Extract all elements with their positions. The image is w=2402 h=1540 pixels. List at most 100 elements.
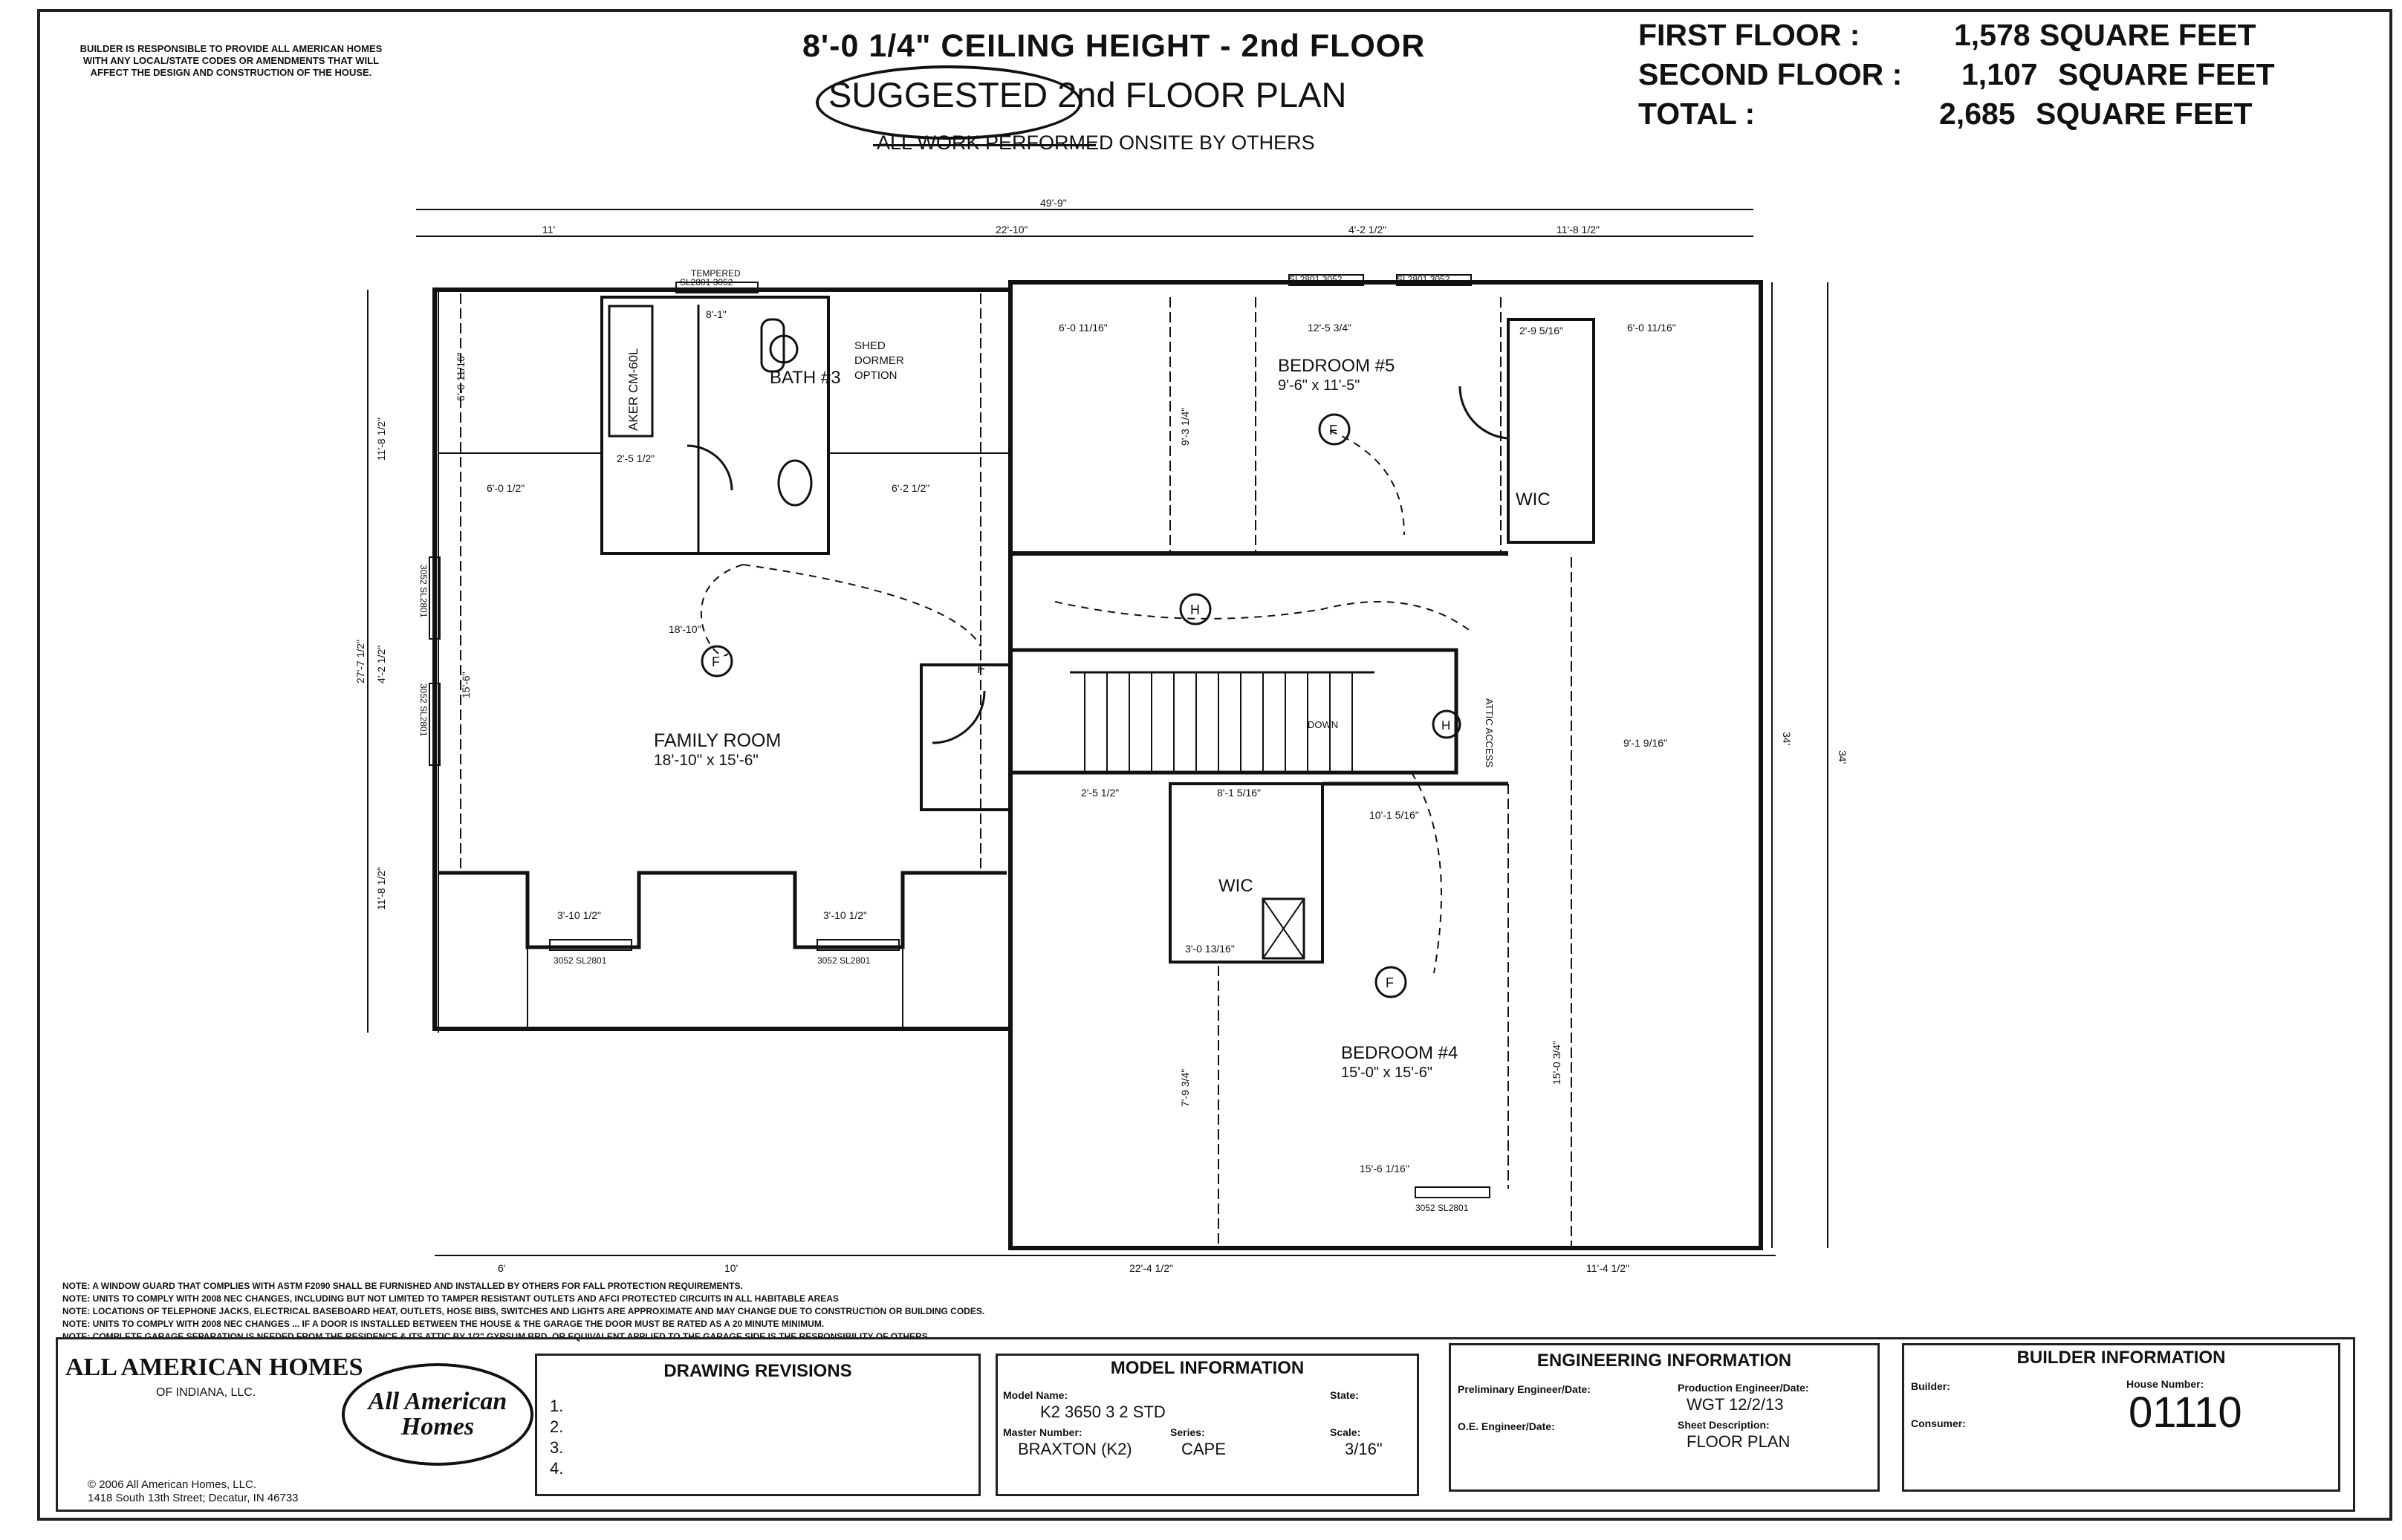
room-size-bedroom5: 9'-6" x 11'-5" [1278, 377, 1360, 394]
master-number-label: Master Number: [1003, 1426, 1082, 1438]
dim-text: 9'-1 9/16" [1623, 737, 1667, 749]
dim-text: 3'-10 1/2" [557, 909, 601, 921]
stair-down-label: DOWN [1308, 719, 1338, 730]
area-label-first: FIRST FLOOR : [1638, 18, 1860, 52]
area-value-total: 2,685 [1939, 97, 2016, 131]
attic-access-label: ATTIC ACCESS [1484, 698, 1495, 767]
dim-text: 8'-1" [706, 308, 727, 320]
hand-drawn-oval [816, 65, 1082, 140]
disclaimer-line: AFFECT THE DESIGN AND CONSTRUCTION OF TH… [90, 67, 372, 78]
dim-text: 9'-3 1/4" [1179, 408, 1191, 446]
master-number-value: BRAXTON (K2) [1018, 1440, 1132, 1458]
dim-text: 18'-10" [669, 623, 701, 635]
dim-text: 6'-0 11/16" [1627, 322, 1676, 334]
builder-disclaimer: BUILDER IS RESPONSIBLE TO PROVIDE ALL AM… [34, 43, 428, 79]
production-engineer-value: WGT 12/2/13 [1687, 1395, 1784, 1414]
area-value-second: 1,107 [1961, 57, 2038, 91]
company-name: ALL AMERICAN HOMES [65, 1354, 363, 1381]
drawing-revisions-box [535, 1354, 981, 1496]
dim-text: 2'-5 1/2" [617, 452, 655, 464]
area-unit-total: SQUARE FEET [2036, 97, 2253, 131]
plan-labels: BATH #3 SHED DORMER OPTION AKER CM-60L B… [626, 339, 1551, 1081]
model-name-label: Model Name: [1003, 1389, 1068, 1401]
shed-dormer-label: OPTION [854, 369, 897, 382]
window-tags: TEMPERED SL2801 3052 SL2801 3052 SL2801 … [418, 268, 1469, 1213]
dim-text: 34' [1837, 750, 1848, 764]
area-unit-first: SQUARE FEET [2039, 18, 2256, 52]
shed-dormer-label: SHED [854, 339, 886, 352]
model-information-box [996, 1354, 1419, 1496]
window-tag: 3052 SL2801 [1415, 1203, 1469, 1213]
light-label-h: H [1190, 602, 1200, 617]
room-label-bath3: BATH #3 [770, 368, 841, 388]
dim-text: 6'-0 11/16" [1059, 322, 1108, 334]
window-tag: SL2801 3052 [1397, 274, 1450, 285]
company-sub: OF INDIANA, LLC. [156, 1386, 256, 1399]
series-label: Series: [1170, 1426, 1205, 1438]
oe-engineer-label: O.E. Engineer/Date: [1458, 1420, 1555, 1432]
builder-label: Builder: [1911, 1380, 1950, 1392]
window-tag: SL2801 3052 [1289, 274, 1343, 285]
revision-row: 1. [550, 1397, 564, 1415]
ceiling-height-title: 8'-0 1/4" CEILING HEIGHT - 2nd FLOOR [802, 28, 1426, 64]
scale-value: 3/16" [1345, 1440, 1383, 1458]
plan-title: SUGGESTED 2nd FLOOR PLAN [828, 75, 1347, 114]
area-unit-second: SQUARE FEET [2058, 57, 2275, 91]
production-engineer-label: Production Engineer/Date: [1678, 1382, 1809, 1394]
dim-text: 3'-10 1/2" [823, 909, 867, 921]
room-label-wic-lower: WIC [1218, 876, 1253, 896]
note-line: NOTE: UNITS TO COMPLY WITH 2008 NEC CHAN… [62, 1293, 839, 1304]
shed-dormer-label: DORMER [854, 354, 904, 367]
dim-text: 15'-6 1/16" [1360, 1163, 1409, 1175]
model-name-value: K2 3650 3 2 STD [1040, 1403, 1166, 1421]
dim-text: 4'-2 1/2" [375, 646, 387, 683]
dim-text: 11'-8 1/2" [375, 418, 387, 461]
engineering-information-box [1449, 1343, 1880, 1492]
dim-text: 10' [724, 1262, 738, 1274]
room-label-bedroom5: BEDROOM #5 [1278, 356, 1395, 376]
dim-text: 8'-1 5/16" [1217, 787, 1261, 799]
scale-label: Scale: [1330, 1426, 1361, 1438]
drawing-sheet-border [37, 9, 2392, 1521]
room-label-family: FAMILY ROOM [654, 730, 781, 751]
light-label-h: H [1441, 718, 1450, 732]
revision-row: 3. [550, 1438, 564, 1457]
dimension-labels: 49'-9" 11' 22'-10" 4'-2 1/2" 11'-8 1/2" … [354, 197, 1848, 1274]
fan-label-f: F [1386, 975, 1394, 990]
dim-text: 15'-0 3/4" [1551, 1041, 1562, 1085]
dim-text: 11'-8 1/2" [1557, 224, 1600, 235]
revision-row: 2. [550, 1417, 564, 1436]
dim-text: 11' [542, 224, 555, 235]
tub-label: AKER CM-60L [626, 348, 640, 431]
title-block [56, 1337, 2355, 1512]
house-number-value: 01110 [2129, 1388, 2242, 1437]
preliminary-engineer-label: Preliminary Engineer/Date: [1458, 1383, 1591, 1395]
window-tag: 3052 SL2801 [418, 565, 429, 618]
builder-information-box [1902, 1343, 2340, 1492]
dim-overall-width: 49'-9" [1040, 197, 1067, 209]
room-size-family: 18'-10" x 15'-6" [654, 752, 759, 769]
dim-text: 2'-9 5/16" [1519, 325, 1563, 337]
copyright: © 2006 All American Homes, LLC. [88, 1478, 256, 1491]
note-line: NOTE: A WINDOW GUARD THAT COMPLIES WITH … [62, 1281, 743, 1291]
dim-text: 15'-6" [460, 672, 472, 698]
dim-text: 6'-0 11/16" [455, 352, 467, 401]
room-label-wic-upper: WIC [1516, 490, 1551, 510]
dim-text: 4'-2 1/2" [1348, 224, 1386, 235]
area-value-first: 1,578 [1954, 18, 2031, 52]
dim-text: 34' [1781, 732, 1793, 745]
fan-label-f: F [1329, 423, 1337, 438]
dim-text: 3'-0 13/16" [1185, 943, 1235, 955]
company-logo: All American Homes [342, 1363, 533, 1466]
room-label-bedroom4: BEDROOM #4 [1341, 1043, 1458, 1063]
window-tag-note: TEMPERED [691, 268, 741, 279]
sheet-description-label: Sheet Description: [1678, 1419, 1770, 1431]
builder-information-title: BUILDER INFORMATION [2016, 1348, 2226, 1368]
sheet-description-value: FLOOR PLAN [1687, 1432, 1791, 1451]
state-label: State: [1330, 1389, 1359, 1401]
window-tag: 3052 SL2801 [554, 955, 607, 966]
disclaimer-line: BUILDER IS RESPONSIBLE TO PROVIDE ALL AM… [79, 43, 383, 54]
series-value: CAPE [1181, 1440, 1226, 1458]
plan-linework [367, 209, 1828, 1256]
dim-text: 6' [498, 1262, 505, 1274]
